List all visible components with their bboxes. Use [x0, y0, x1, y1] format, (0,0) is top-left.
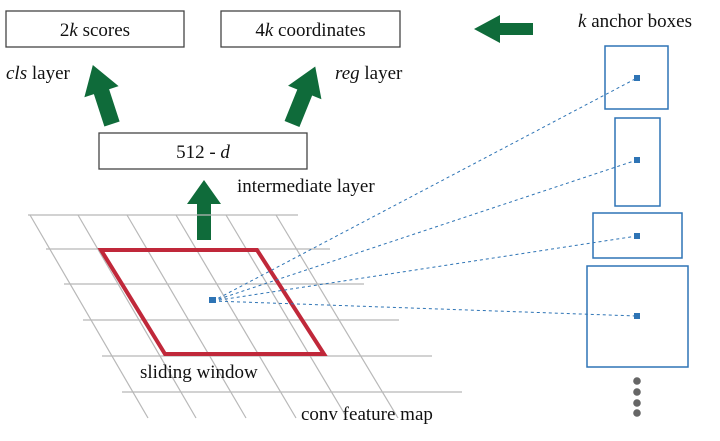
- more-anchors-dots-icon: [633, 377, 641, 417]
- arrow-up-right-icon: [284, 66, 322, 127]
- intermediate-layer-label: intermediate layer: [237, 176, 375, 197]
- arrow-left-icon: [474, 15, 533, 43]
- intermediate-box: 512 - d: [98, 132, 308, 170]
- anchor-boxes-label: k anchor boxes: [578, 11, 692, 32]
- conv-feature-map-label: conv feature map: [301, 404, 433, 425]
- anchor-box-1: [604, 45, 669, 110]
- reg-layer-label: reg layer: [335, 63, 403, 84]
- cls-layer-label: cls layer: [6, 63, 71, 84]
- conv-feature-map-grid: [28, 214, 462, 419]
- arrow-up-icon: [187, 180, 221, 240]
- coordinates-box: 4k coordinates: [220, 10, 401, 48]
- svg-text:2k scores: 2k scores: [60, 20, 130, 41]
- coords-suffix: coordinates: [273, 20, 365, 41]
- sliding-window-label: sliding window: [140, 362, 258, 383]
- scores-var: k: [69, 20, 78, 41]
- anchor-projection-lines: [212, 77, 638, 317]
- coords-var: k: [265, 20, 274, 41]
- scores-prefix: 2: [60, 20, 70, 41]
- svg-text:4k coordinates: 4k coordinates: [255, 20, 365, 41]
- anchor-box-2: [614, 117, 661, 207]
- svg-text:512 - d: 512 - d: [176, 142, 230, 163]
- scores-suffix: scores: [78, 20, 130, 41]
- sliding-window-frame: [97, 248, 328, 356]
- anchor-box-3: [592, 212, 683, 259]
- window-center-point: [209, 297, 216, 303]
- arrow-up-left-icon: [84, 65, 120, 127]
- anchor-box-4: [586, 265, 689, 368]
- coords-prefix: 4: [255, 20, 265, 41]
- scores-box: 2k scores: [5, 10, 185, 48]
